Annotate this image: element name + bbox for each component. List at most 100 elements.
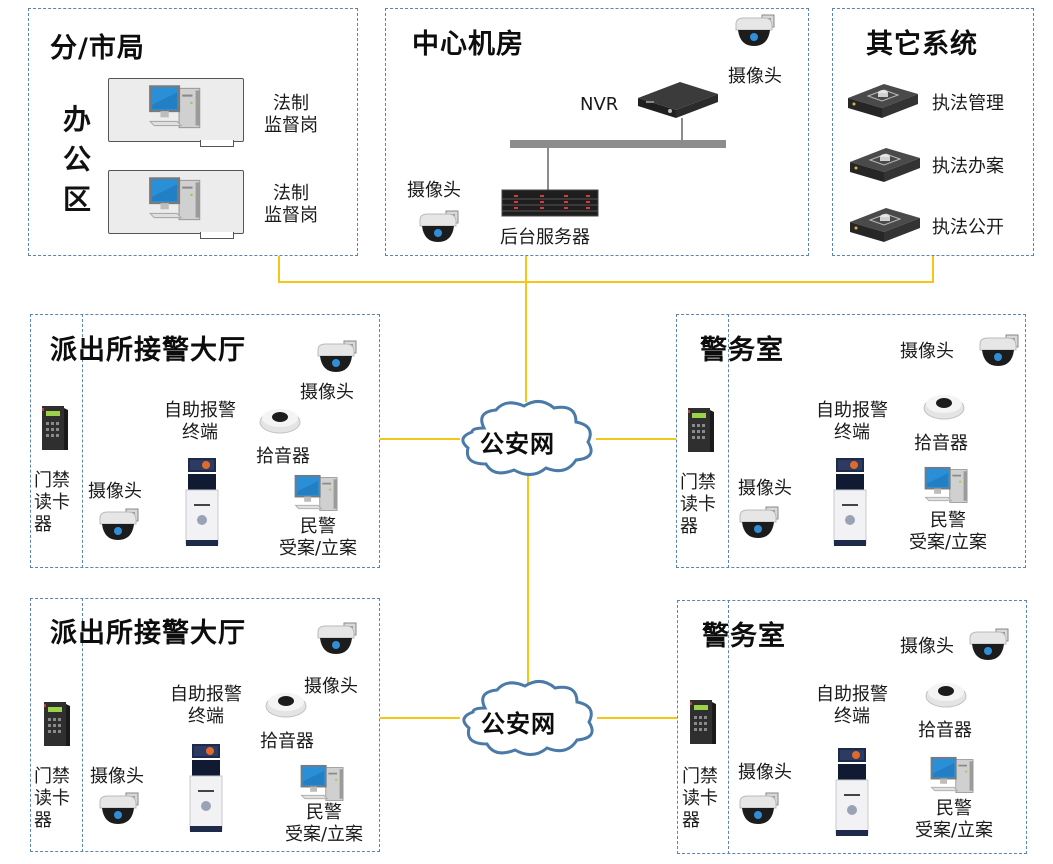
law-enforcement-management-label: 执法管理 — [932, 93, 1004, 114]
computer-icon — [146, 176, 208, 224]
camera-label: 摄像头 — [407, 180, 461, 201]
workstation-1 — [108, 78, 244, 147]
door-reader-label: 门禁 读卡 器 — [680, 472, 716, 537]
data-center-title: 中心机房 — [412, 29, 524, 60]
mic-icon — [924, 678, 968, 710]
door-reader-icon — [682, 404, 716, 456]
camera-label: 摄像头 — [90, 766, 144, 787]
camera-icon — [314, 340, 358, 374]
camera-icon — [736, 506, 780, 540]
self-service-kiosk-icon — [834, 746, 870, 838]
law-enforcement-public-label: 执法公开 — [932, 217, 1004, 238]
workstation-1-label: 法制 监督岗 — [264, 93, 318, 136]
link-upper-left — [380, 438, 460, 440]
door-reader-label: 门禁 读卡 器 — [34, 766, 70, 831]
camera-icon — [416, 210, 460, 244]
other-systems-title: 其它系统 — [866, 29, 978, 60]
door-reader-icon — [36, 402, 70, 454]
camera-icon — [96, 508, 140, 542]
door-reader-icon — [684, 696, 718, 748]
link-lower-right — [597, 717, 677, 719]
station-title: 派出所接警大厅 — [50, 335, 246, 366]
police-network-label-upper: 公安网 — [480, 430, 555, 458]
police-network-cloud-upper — [461, 400, 593, 476]
server-label: 后台服务器 — [500, 227, 590, 248]
camera-label: 摄像头 — [88, 481, 142, 502]
link-upper-right — [596, 438, 676, 440]
kiosk-label: 自助报警 终端 — [170, 684, 242, 727]
nvr-label: NVR — [580, 94, 619, 115]
police-pc-label: 民警 受案/立案 — [278, 516, 358, 559]
camera-icon — [966, 628, 1010, 662]
office-zone-label: 办公区 — [62, 103, 91, 216]
self-service-kiosk-icon — [184, 456, 220, 548]
link-lower-left — [380, 717, 460, 719]
station-title: 警务室 — [702, 621, 786, 652]
kiosk-label: 自助报警 终端 — [816, 400, 888, 443]
camera-label: 摄像头 — [738, 762, 792, 783]
camera-label: 摄像头 — [300, 382, 354, 403]
branch-office-title: 分/市局 — [50, 33, 145, 64]
branch-office-zone — [28, 8, 358, 256]
camera-icon — [736, 792, 780, 826]
police-pc-label: 民警 受案/立案 — [908, 510, 988, 553]
station-title: 派出所接警大厅 — [50, 618, 246, 649]
door-reader-divider — [82, 314, 83, 568]
door-reader-divider — [728, 600, 729, 854]
mic-icon — [264, 688, 308, 720]
door-reader-icon — [38, 698, 72, 750]
computer-icon — [298, 764, 350, 804]
door-reader-divider — [82, 598, 83, 852]
data-center-zone — [385, 8, 809, 256]
network-bus — [510, 140, 726, 148]
mic-label: 拾音器 — [914, 433, 968, 454]
link-branch-down — [278, 256, 280, 283]
camera-label: 摄像头 — [900, 341, 954, 362]
police-room-upper-zone — [676, 314, 1026, 568]
camera-icon — [732, 14, 776, 48]
law-enforcement-management-server-icon — [846, 80, 920, 124]
station-title: 警务室 — [700, 335, 784, 366]
computer-icon — [922, 466, 974, 506]
station-hall-upper-zone — [30, 314, 380, 568]
mic-icon — [922, 390, 966, 422]
kiosk-label: 自助报警 终端 — [816, 684, 888, 727]
law-enforcement-case-server-icon — [848, 144, 922, 188]
camera-label: 摄像头 — [304, 676, 358, 697]
mic-label: 拾音器 — [918, 720, 972, 741]
link-center-trunk-mid — [527, 475, 529, 690]
camera-icon — [976, 334, 1020, 368]
link-other-down — [932, 256, 934, 283]
link-top-bus — [278, 281, 934, 283]
nvr-bus-link — [681, 118, 683, 140]
computer-icon — [146, 84, 208, 132]
law-enforcement-public-server-icon — [848, 204, 922, 248]
computer-icon — [928, 756, 980, 796]
door-reader-label: 门禁 读卡 器 — [34, 470, 70, 535]
police-network-label-lower: 公安网 — [481, 710, 556, 738]
self-service-kiosk-icon — [188, 742, 224, 834]
self-service-kiosk-icon — [832, 456, 868, 548]
station-hall-lower-zone — [30, 598, 380, 852]
mic-label: 拾音器 — [260, 731, 314, 752]
camera-label: 摄像头 — [728, 66, 782, 87]
door-reader-label: 门禁 读卡 器 — [682, 766, 718, 831]
camera-icon — [96, 792, 140, 826]
kiosk-label: 自助报警 终端 — [164, 400, 236, 443]
camera-label: 摄像头 — [900, 636, 954, 657]
other-systems-zone — [832, 8, 1034, 256]
camera-label: 摄像头 — [738, 478, 792, 499]
link-center-trunk-top — [525, 256, 527, 402]
police-network-cloud-lower — [462, 680, 594, 756]
server-bus-link — [547, 148, 549, 192]
police-pc-label: 民警 受案/立案 — [914, 798, 994, 841]
camera-icon — [314, 622, 358, 656]
mic-icon — [258, 404, 302, 436]
workstation-2 — [108, 170, 244, 239]
law-enforcement-case-label: 执法办案 — [932, 156, 1004, 177]
door-reader-divider — [728, 314, 729, 568]
mic-label: 拾音器 — [256, 446, 310, 467]
nvr-icon — [636, 78, 720, 122]
server-icon — [500, 188, 600, 218]
computer-icon — [292, 474, 344, 514]
